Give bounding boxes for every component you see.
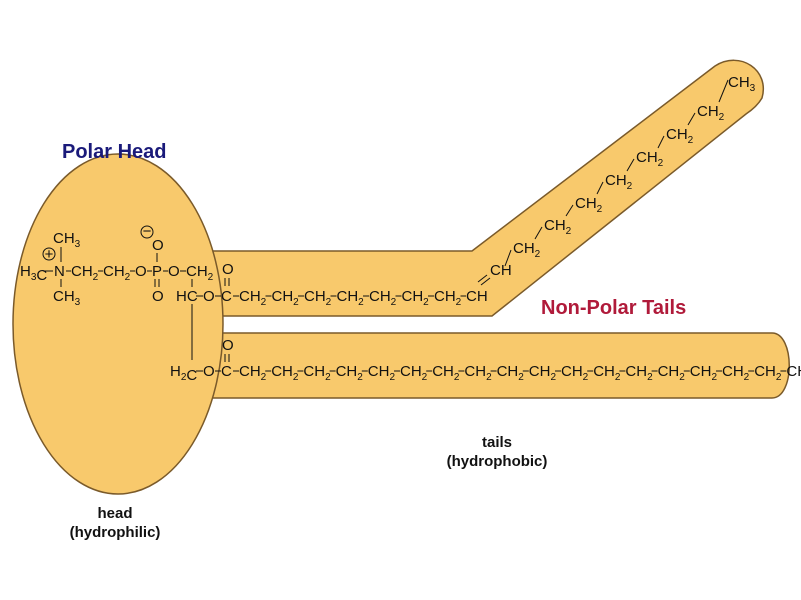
lower-chain-ch2-12: CH2 <box>625 363 653 383</box>
bottom-methyl: CH3 <box>53 288 81 308</box>
lower-chain-ch2-15: CH2 <box>722 363 750 383</box>
upper-rise-bond-0 <box>504 249 512 267</box>
lower-chain-ch2-9: CH2 <box>529 363 557 383</box>
head-ch2-b-text: CH2 <box>103 263 131 283</box>
lower-chain-ch2-0: CH2 <box>239 363 267 383</box>
upper-double-bond-2 <box>480 277 491 286</box>
oxygen-top: O <box>152 237 164 254</box>
upper-carbonyl-c: C <box>221 288 232 305</box>
tails-caption-line1: tails <box>482 434 512 451</box>
tails-caption-line2: (hydrophobic) <box>447 453 548 470</box>
lower-tail-shape <box>204 332 790 399</box>
upper-chain-ch2-4: CH2 <box>369 288 397 308</box>
upper-chain-ch2-2: CH2 <box>304 288 332 308</box>
polar-head-label: Polar Head <box>62 141 166 163</box>
oxygen-a: O <box>135 263 147 280</box>
upper-rise-bond-terminal <box>718 79 729 103</box>
upper-rise-bond-3 <box>596 181 604 195</box>
upper-rise-ch2-2: CH2 <box>575 195 603 215</box>
head-ch2-a-text: CH2 <box>71 263 99 283</box>
upper-chain-ch2-5: CH2 <box>402 288 430 308</box>
upper-ester-o: O <box>203 288 215 305</box>
left-methyl-text: H3C <box>20 263 47 284</box>
upper-rise-bond-1 <box>534 226 543 240</box>
glycerol-hc: HC <box>176 288 198 305</box>
upper-rise-bond-4 <box>626 158 635 172</box>
lower-chain-ch2-10: CH2 <box>561 363 589 383</box>
charge-plus: + <box>45 246 54 263</box>
oxygen-b: O <box>168 263 180 280</box>
lower-chain-ch2-2: CH2 <box>303 363 331 383</box>
upper-double-bond-ch: CH <box>490 262 512 279</box>
upper-rise-ch2-1: CH2 <box>544 217 572 237</box>
lower-chain-ch2-4: CH2 <box>368 363 396 383</box>
lower-ester-o: O <box>203 363 215 380</box>
lower-chain-ch2-1: CH2 <box>271 363 299 383</box>
upper-rise-ch2-3: CH2 <box>605 172 633 192</box>
upper-rise-ch2-5: CH2 <box>666 126 694 146</box>
charge-minus-circle <box>140 225 154 239</box>
charge-plus-circle <box>42 247 56 261</box>
upper-terminal-methyl: CH3 <box>728 74 756 94</box>
upper-rise-ch2-4: CH2 <box>636 149 664 169</box>
head-ch2-c-text: CH2 <box>186 263 214 283</box>
lower-chain-ch2-14: CH2 <box>690 363 718 383</box>
head-caption-line2: (hydrophilic) <box>70 524 161 541</box>
bottom-methyl-text: CH3 <box>53 288 81 308</box>
polar-head-shape <box>12 153 224 495</box>
glycerol-h2c: H2C <box>170 363 197 384</box>
left-methyl: H3C <box>20 263 47 284</box>
upper-tail-shape <box>204 59 765 317</box>
glycerol-h2c-text: H2C <box>170 363 197 384</box>
nitrogen-atom: N <box>54 263 65 280</box>
upper-chain-ch2-3: CH2 <box>337 288 365 308</box>
upper-rise-bond-5 <box>657 135 665 149</box>
upper-terminal-methyl-text: CH3 <box>728 74 756 94</box>
charge-minus: − <box>143 223 152 240</box>
top-methyl: CH3 <box>53 230 81 250</box>
upper-end-ch: CH <box>466 288 488 305</box>
lower-chain-ch2-6: CH2 <box>432 363 460 383</box>
glycerol-backbone: HC H2C <box>170 279 198 384</box>
upper-rise-ch2-0: CH2 <box>513 240 541 260</box>
upper-chain-ch2-1: CH2 <box>272 288 300 308</box>
upper-rise-ch2-6: CH2 <box>697 103 725 123</box>
lower-chain-ch2-5: CH2 <box>400 363 428 383</box>
head-group-formula: CH3 + H3C N CH2 CH2 O P O CH2 − O O CH3 <box>20 223 214 308</box>
lower-chain-ch2-11: CH2 <box>593 363 621 383</box>
phosphorus-atom: P <box>152 263 162 280</box>
upper-chain-ch2-0: CH2 <box>239 288 267 308</box>
oxygen-bottom: O <box>152 288 164 305</box>
lower-chain-ch2-3: CH2 <box>336 363 364 383</box>
head-caption-line1: head <box>97 505 132 522</box>
lower-carbonyl-c: C <box>221 363 232 380</box>
top-methyl-text: CH3 <box>53 230 81 250</box>
upper-rise-bond-2 <box>565 204 574 217</box>
upper-carbonyl-o: O <box>222 261 234 278</box>
head-ch2-c: CH2 <box>186 263 214 283</box>
non-polar-tails-label: Non-Polar Tails <box>541 297 686 319</box>
lower-carbonyl-o: O <box>222 337 234 354</box>
lower-chain-ch2-7: CH2 <box>464 363 492 383</box>
upper-rise-bond-6 <box>687 112 696 126</box>
upper-double-bond-1 <box>477 274 488 283</box>
lower-chain-ch2-17: CH2 <box>786 363 801 383</box>
head-ch2-b: CH2 <box>103 263 131 283</box>
head-ch2-a: CH2 <box>71 263 99 283</box>
lower-chain-ch2-8: CH2 <box>497 363 525 383</box>
upper-chain-ch2-6: CH2 <box>434 288 462 308</box>
lower-chain-ch2-16: CH2 <box>754 363 782 383</box>
lower-chain-ch2-13: CH2 <box>658 363 686 383</box>
